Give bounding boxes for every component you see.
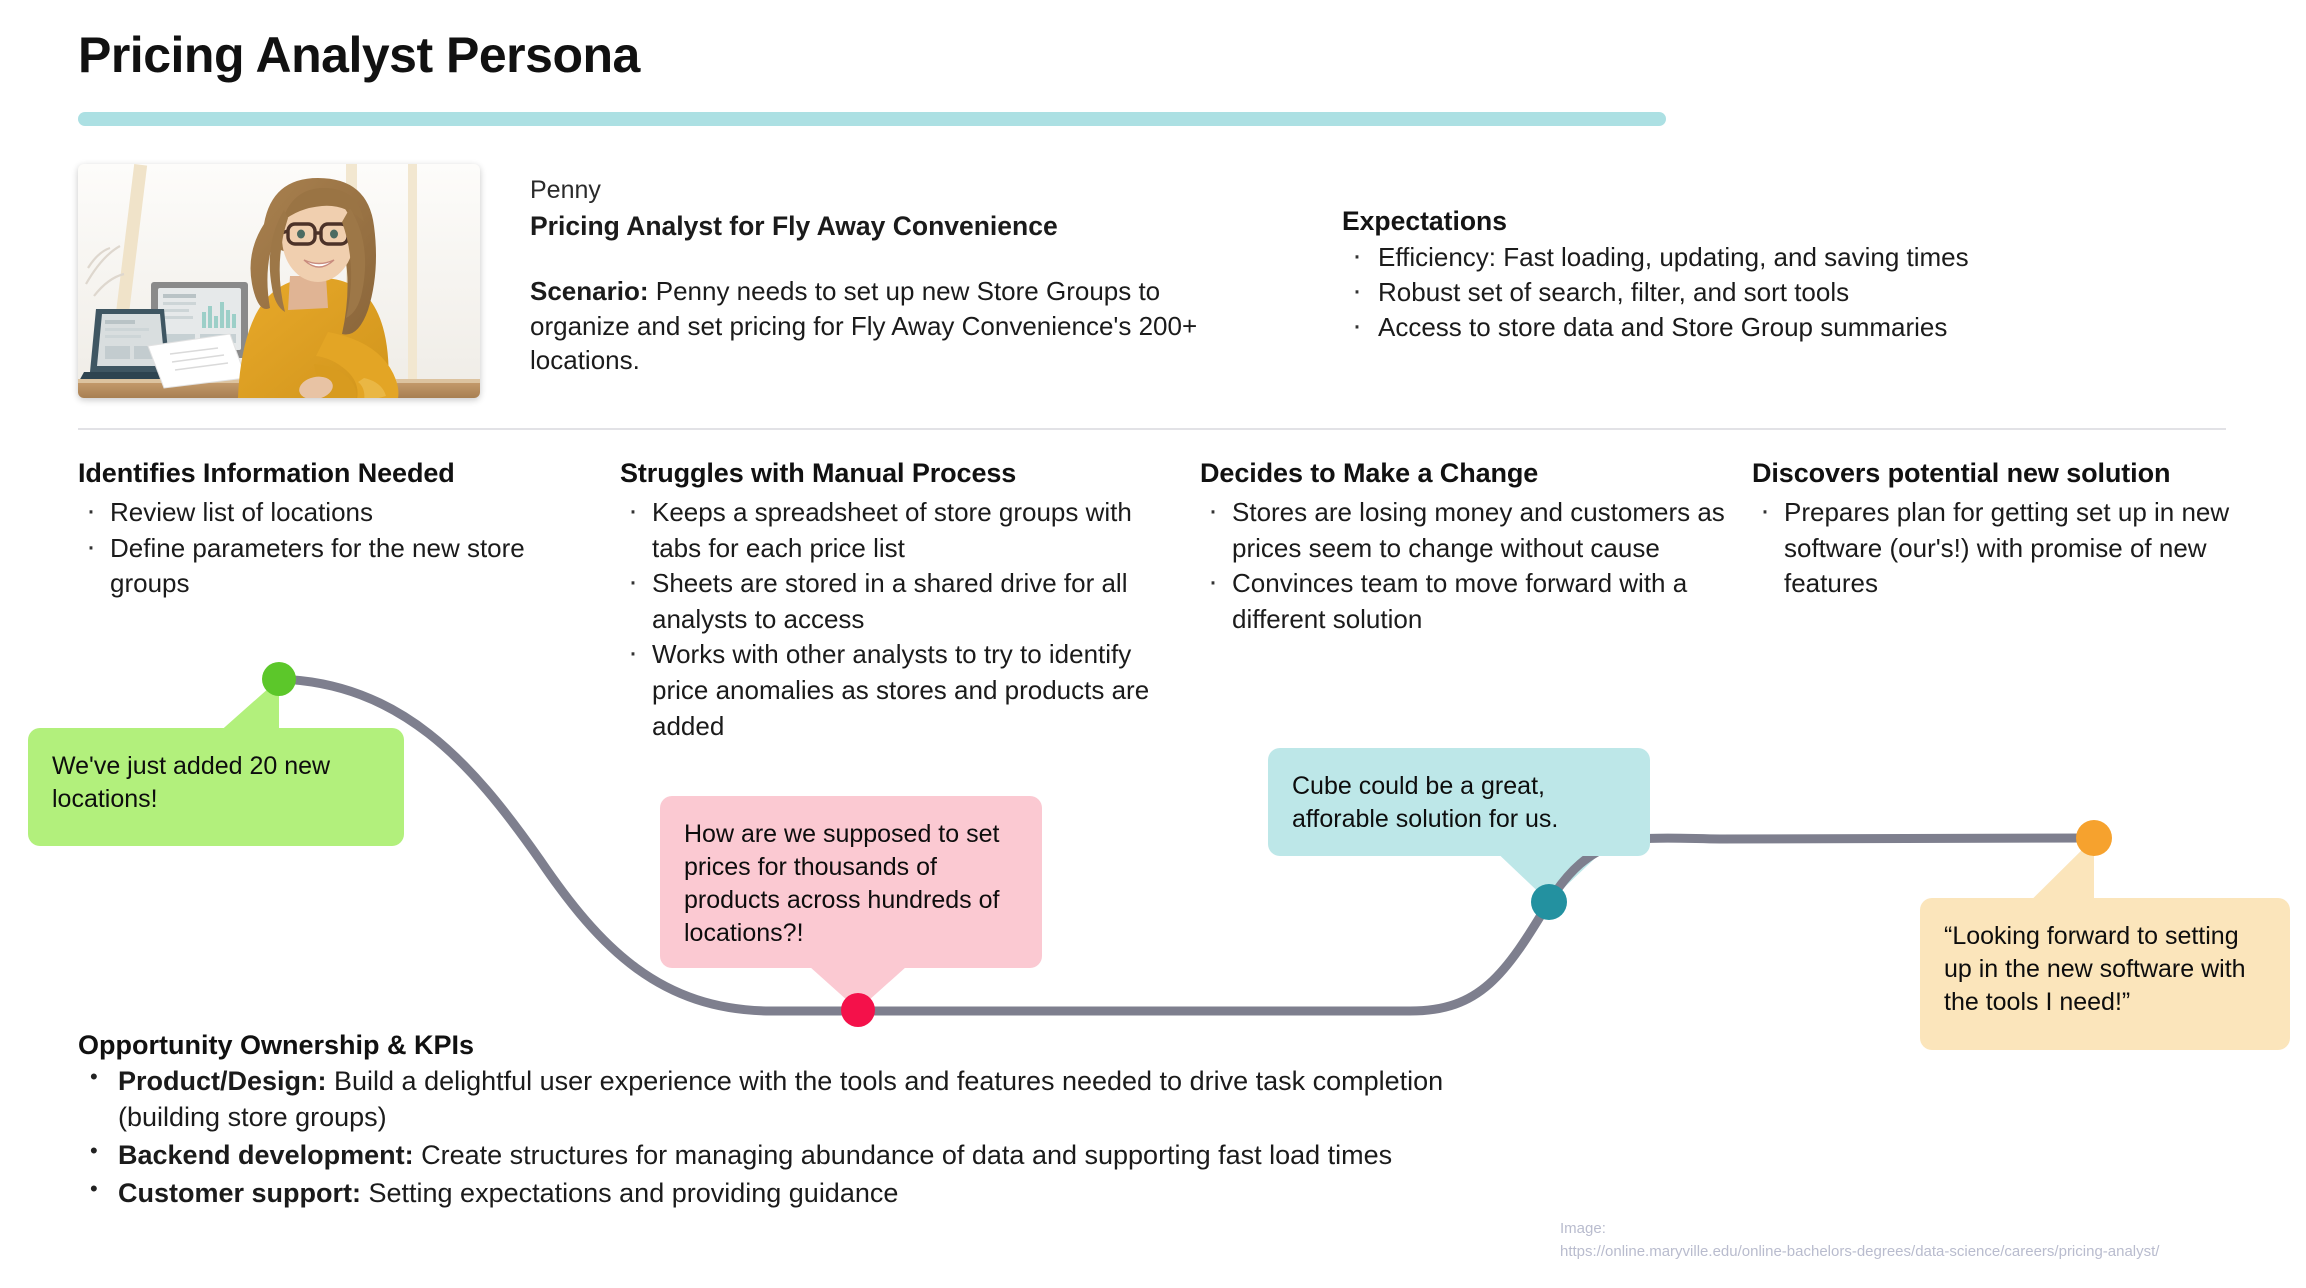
- kpi-text: Build a delightful user experience with …: [118, 1066, 1444, 1132]
- kpi-heading: Opportunity Ownership & KPIs: [78, 1030, 475, 1060]
- stage-heading: Decides to Make a Change: [1200, 458, 1539, 488]
- stage-list: Review list of locations Define paramete…: [78, 490, 598, 602]
- stage-heading: Discovers potential new solution: [1752, 458, 2171, 488]
- journey-dot-low-point: [841, 993, 875, 1027]
- stage-heading: Struggles with Manual Process: [620, 458, 1017, 488]
- quote-bubble-orange: “Looking forward to setting up in the ne…: [1920, 898, 2290, 1050]
- list-item: Product/Design: Build a delightful user …: [78, 1062, 1478, 1136]
- opportunity-ownership-kpis-block: Opportunity Ownership & KPIs Product/Des…: [78, 1030, 1478, 1214]
- list-item: Works with other analysts to try to iden…: [620, 632, 1180, 744]
- journey-dot-end-high: [2076, 820, 2112, 856]
- stage-list: Keeps a spreadsheet of store groups with…: [620, 490, 1180, 744]
- list-item: Efficiency: Fast loading, updating, and …: [1342, 236, 2202, 277]
- expectations-block: Expectations Efficiency: Fast loading, u…: [1342, 206, 2202, 347]
- journey-stage-struggles-with-manual-process: Struggles with Manual Process Keeps a sp…: [620, 458, 1180, 744]
- list-item: Convinces team to move forward with a di…: [1200, 561, 1740, 637]
- list-item: Sheets are stored in a shared drive for …: [620, 561, 1180, 637]
- expectations-heading: Expectations: [1342, 206, 1507, 236]
- list-item: Stores are losing money and customers as…: [1200, 490, 1740, 566]
- list-item: Customer support: Setting expectations a…: [78, 1174, 1478, 1212]
- title-accent-bar: [78, 112, 1666, 126]
- persona-scenario: Scenario: Penny needs to set up new Stor…: [530, 274, 1230, 378]
- persona-photo: [78, 164, 480, 398]
- page-title: Pricing Analyst Persona: [78, 27, 640, 83]
- persona-photo-illustration: [78, 164, 480, 398]
- list-item: Robust set of search, filter, and sort t…: [1342, 271, 2202, 312]
- persona-name: Penny: [530, 176, 601, 204]
- list-item: Keeps a spreadsheet of store groups with…: [620, 490, 1180, 566]
- stage-heading: Identifies Information Needed: [78, 458, 455, 488]
- list-item: Define parameters for the new store grou…: [78, 526, 598, 602]
- journey-dot-start-high: [262, 662, 296, 696]
- journey-dot-rising: [1531, 884, 1567, 920]
- kpi-text: Setting expectations and providing guida…: [361, 1177, 899, 1208]
- kpi-owner: Customer support:: [118, 1177, 361, 1208]
- journey-stage-identifies-information-needed: Identifies Information Needed Review lis…: [78, 458, 598, 602]
- scenario-label: Scenario:: [530, 275, 649, 306]
- kpi-list: Product/Design: Build a delightful user …: [78, 1062, 1478, 1212]
- kpi-text: Create structures for managing abundance…: [413, 1139, 1393, 1170]
- image-credit-url: https://online.maryville.edu/online-bach…: [1560, 1242, 2160, 1260]
- expectations-list: Efficiency: Fast loading, updating, and …: [1342, 236, 2202, 347]
- stage-list: Stores are losing money and customers as…: [1200, 490, 1740, 637]
- stage-list: Prepares plan for getting set up in new …: [1752, 490, 2282, 602]
- list-item: Prepares plan for getting set up in new …: [1752, 490, 2282, 602]
- list-item: Review list of locations: [78, 490, 598, 531]
- quote-bubble-pink: How are we supposed to set prices for th…: [660, 796, 1042, 968]
- kpi-owner: Backend development:: [118, 1139, 414, 1170]
- image-credit-label: Image:: [1560, 1220, 1606, 1237]
- journey-stage-discovers-potential-new-solution: Discovers potential new solution Prepare…: [1752, 458, 2282, 602]
- list-item: Backend development: Create structures f…: [78, 1136, 1478, 1174]
- persona-info: Penny Pricing Analyst for Fly Away Conve…: [530, 174, 1230, 378]
- section-divider: [78, 428, 2226, 430]
- scenario-text: Penny needs to set up new Store Groups t…: [530, 275, 1198, 376]
- quote-bubble-green: We've just added 20 new locations!: [28, 728, 404, 846]
- journey-stage-decides-to-make-a-change: Decides to Make a Change Stores are losi…: [1200, 458, 1740, 637]
- kpi-owner: Product/Design:: [118, 1066, 327, 1096]
- persona-role: Pricing Analyst for Fly Away Convenience: [530, 211, 1058, 241]
- journey-line: [274, 674, 2099, 1016]
- image-credit: Image: https://online.maryville.edu/onli…: [1560, 1218, 2300, 1263]
- list-item: Access to store data and Store Group sum…: [1342, 306, 2202, 347]
- quote-bubble-teal: Cube could be a great, afforable solutio…: [1268, 748, 1650, 856]
